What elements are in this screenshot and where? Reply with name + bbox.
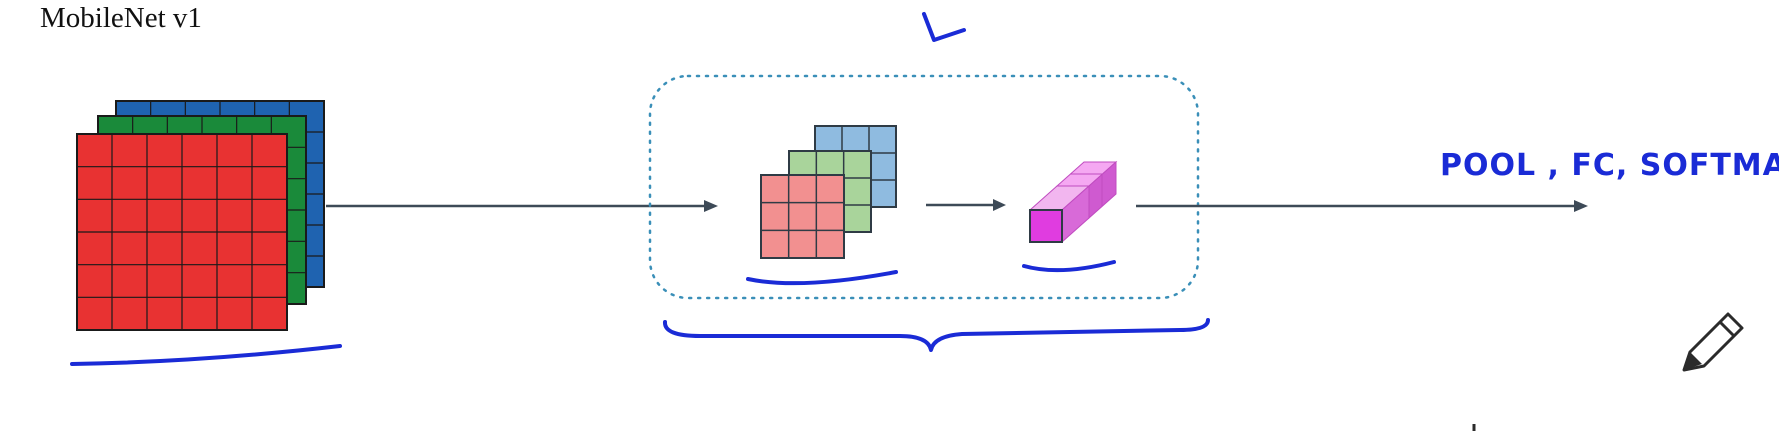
pencil-icon[interactable] [1682, 312, 1744, 372]
pointwise-filter [1028, 160, 1118, 244]
annotation-pool-fc-softmax: POOL , FC, SOFTMAX [1440, 148, 1779, 183]
depthwise-filters [760, 125, 897, 259]
checkmark-icon [922, 12, 966, 42]
depthwise-separable-block [648, 74, 1200, 300]
page-title: MobileNet v1 [40, 2, 202, 34]
depthwise-underline [746, 270, 898, 286]
arrow-input-to-block [326, 200, 718, 212]
pointwise-underline [1022, 260, 1116, 273]
input-channel-red [76, 133, 288, 331]
repeat-brace [663, 318, 1210, 352]
input-underline [70, 344, 342, 366]
arrow-block-to-output [1136, 200, 1588, 212]
arrow-depthwise-to-pointwise [926, 199, 1006, 211]
depthwise-filter-red [760, 174, 845, 259]
input-volume [76, 100, 325, 331]
